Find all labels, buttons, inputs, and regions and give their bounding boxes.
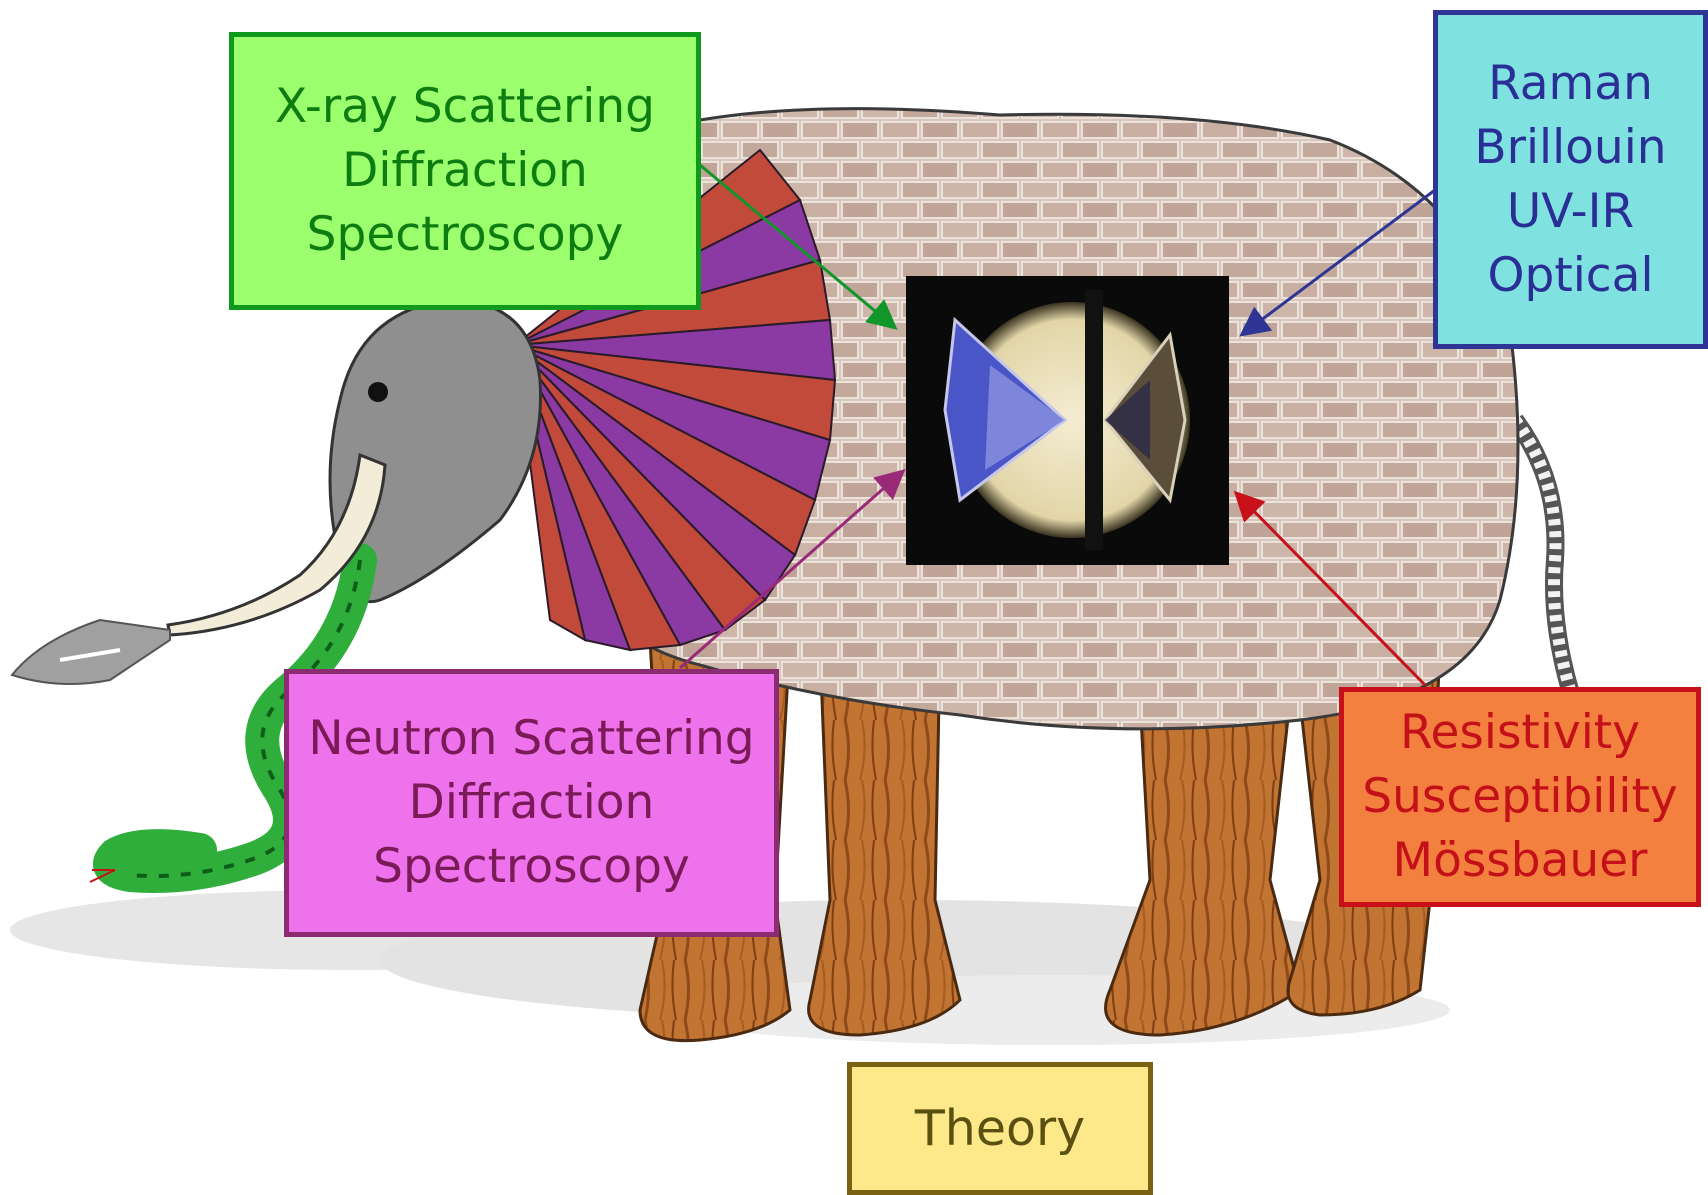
raman-line-1: Raman [1488,52,1653,116]
resistivity-line-3: Mössbauer [1393,829,1648,893]
neutron-line-1: Neutron Scattering [308,707,754,771]
neutron-scattering-box: Neutron Scattering Diffraction Spectrosc… [284,669,779,937]
xray-scattering-box: X-ray Scattering Diffraction Spectroscop… [229,32,701,310]
raman-line-3: UV-IR [1507,180,1634,244]
resistivity-box: Resistivity Susceptibility Mössbauer [1339,687,1701,907]
raman-line-2: Brillouin [1474,116,1666,180]
spear-tip [12,620,170,684]
raman-line-4: Optical [1487,244,1653,308]
xray-line-2: Diffraction [342,139,588,203]
resistivity-line-1: Resistivity [1400,701,1640,765]
resistivity-line-2: Susceptibility [1362,765,1677,829]
elephant-tail [1515,420,1570,690]
xray-line-1: X-ray Scattering [275,75,655,139]
xray-line-3: Spectroscopy [307,203,624,267]
elephant-eye-icon [368,382,388,402]
neutron-line-2: Diffraction [409,771,655,835]
theory-box: Theory [847,1062,1153,1195]
diamond-anvil-cell-image [906,276,1229,565]
neutron-line-3: Spectroscopy [373,835,690,899]
theory-line-1: Theory [915,1097,1085,1161]
raman-optical-box: Raman Brillouin UV-IR Optical [1433,10,1708,349]
